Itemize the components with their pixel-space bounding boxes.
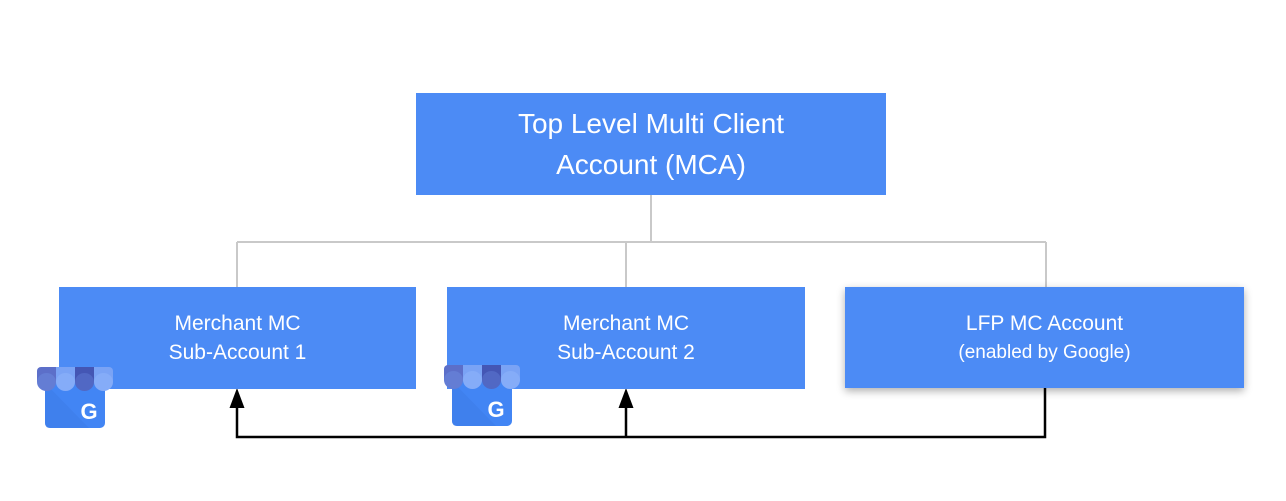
node-merchant-sub-account-2: Merchant MC Sub-Account 2 bbox=[447, 287, 805, 389]
arrowhead-merchant-1 bbox=[229, 388, 245, 408]
awning-scallop bbox=[482, 371, 501, 389]
store-body-fold bbox=[452, 381, 496, 426]
store-body-fold bbox=[45, 383, 89, 428]
google-g-letter: G bbox=[487, 397, 504, 422]
node-label-line: Merchant MC bbox=[562, 312, 690, 335]
node-label-line: Top Level Multi Client bbox=[517, 108, 785, 139]
node-label-line: (enabled by Google) bbox=[958, 341, 1131, 363]
node-top-level-mca: Top Level Multi Client Account (MCA) bbox=[416, 93, 886, 195]
awning-scallop bbox=[37, 373, 56, 391]
awning-scallop bbox=[94, 373, 113, 391]
node-label-line: Account (MCA) bbox=[556, 149, 746, 180]
google-business-icon: G bbox=[37, 367, 113, 428]
node-label-line: Sub-Account 2 bbox=[557, 341, 695, 364]
arrowhead-merchant-2 bbox=[618, 388, 634, 408]
node-label-line: LFP MC Account bbox=[965, 311, 1124, 335]
feedback-arrow-path bbox=[235, 388, 1047, 439]
awning-scallop bbox=[501, 371, 520, 389]
google-business-icon: G bbox=[444, 365, 520, 426]
awning-scallop bbox=[75, 373, 94, 391]
google-g-letter: G bbox=[80, 399, 97, 424]
awning-scallop bbox=[463, 371, 482, 389]
awning-scallop bbox=[56, 373, 75, 391]
awning-scallop bbox=[444, 371, 463, 389]
node-label-line: Sub-Account 1 bbox=[168, 341, 307, 364]
tree-connector-lines bbox=[236, 195, 1047, 287]
node-lfp-mc-account: LFP MC Account (enabled by Google) bbox=[845, 287, 1244, 388]
node-merchant-sub-account-1: Merchant MC Sub-Account 1 bbox=[59, 287, 416, 389]
node-label-line: Merchant MC bbox=[174, 312, 301, 335]
